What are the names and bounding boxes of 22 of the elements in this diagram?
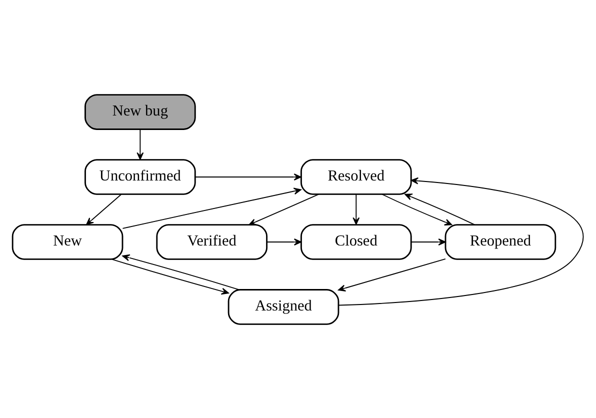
node-box: Verified (156, 224, 268, 260)
arrow (352, 194, 360, 224)
arrow (136, 128, 144, 160)
arrow (86, 194, 122, 225)
arrow (382, 193, 452, 225)
arrow (122, 254, 240, 290)
arrow (248, 193, 320, 225)
node-box: Assigned (228, 288, 340, 324)
node-box: Unconfirmed (84, 158, 196, 194)
node-box: Reopened (444, 224, 556, 260)
arrow (338, 258, 446, 292)
arrow (410, 238, 446, 245)
node-box: Closed (300, 224, 412, 260)
node-box: New bug (84, 94, 196, 130)
arrow (266, 238, 302, 245)
arrow (194, 173, 302, 180)
arrow (122, 187, 302, 228)
arrow (338, 176, 584, 306)
node-box: New (12, 224, 124, 260)
node-box: Resolved (300, 158, 412, 194)
arrow (404, 193, 476, 225)
arrow (112, 258, 229, 294)
